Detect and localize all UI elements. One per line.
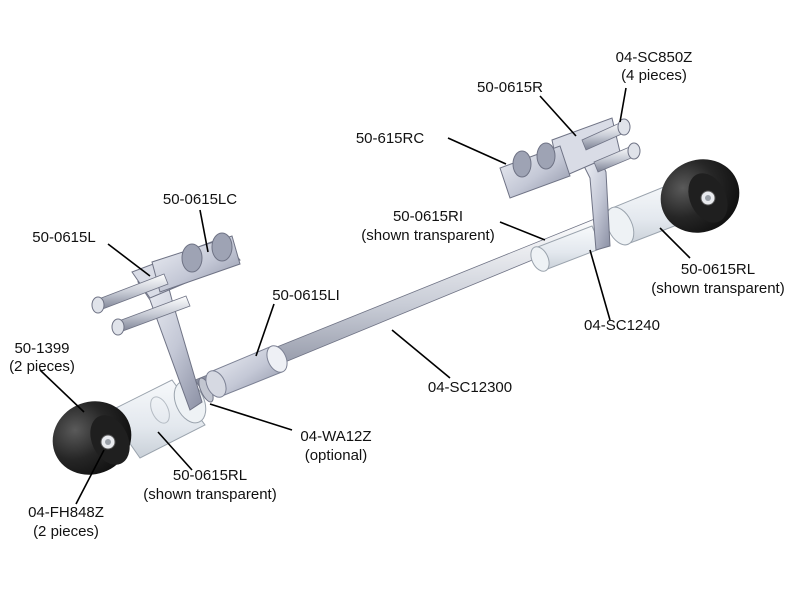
- label-sc1240: 04-SC1240: [584, 317, 660, 334]
- label-sc850z: 04-SC850Z: [616, 49, 693, 66]
- label-0615li: 50-0615LI: [272, 287, 340, 304]
- right-inner-spacer: [530, 225, 603, 272]
- label-0615r: 50-0615R: [477, 79, 543, 96]
- part-labels: 04-SC850Z (4 pieces) 50-0615R 50-615RC 5…: [9, 49, 785, 540]
- label-wa12z-note: (optional): [305, 447, 368, 464]
- left-bolts: [91, 273, 191, 336]
- right-black-slider: [660, 159, 740, 233]
- label-fh848z-qty: (2 pieces): [33, 523, 99, 540]
- right-bolts: [581, 118, 641, 173]
- label-0615lc: 50-0615LC: [163, 191, 237, 208]
- label-0615rl-left-note: (shown transparent): [143, 486, 276, 503]
- label-sc12300: 04-SC12300: [428, 379, 512, 396]
- left-inner-spacer: [205, 345, 288, 398]
- label-0615ri-note: (shown transparent): [361, 227, 494, 244]
- label-fh848z: 04-FH848Z: [28, 504, 104, 521]
- label-0615rl-left: 50-0615RL: [173, 467, 247, 484]
- label-sc850z-qty: (4 pieces): [621, 67, 687, 84]
- label-0615l: 50-0615L: [32, 229, 95, 246]
- left-black-slider: [52, 401, 132, 475]
- right-clamp: [499, 142, 571, 199]
- label-0615rl-right-note: (shown transparent): [651, 280, 784, 297]
- left-clamp: [151, 232, 241, 293]
- label-1399: 50-1399: [14, 340, 69, 357]
- label-0615rl-right: 50-0615RL: [681, 261, 755, 278]
- label-0615ri: 50-0615RI: [393, 208, 463, 225]
- label-615rc: 50-615RC: [356, 130, 425, 147]
- label-1399-qty: (2 pieces): [9, 358, 75, 375]
- leader-lines: [39, 87, 691, 505]
- label-wa12z: 04-WA12Z: [300, 428, 371, 445]
